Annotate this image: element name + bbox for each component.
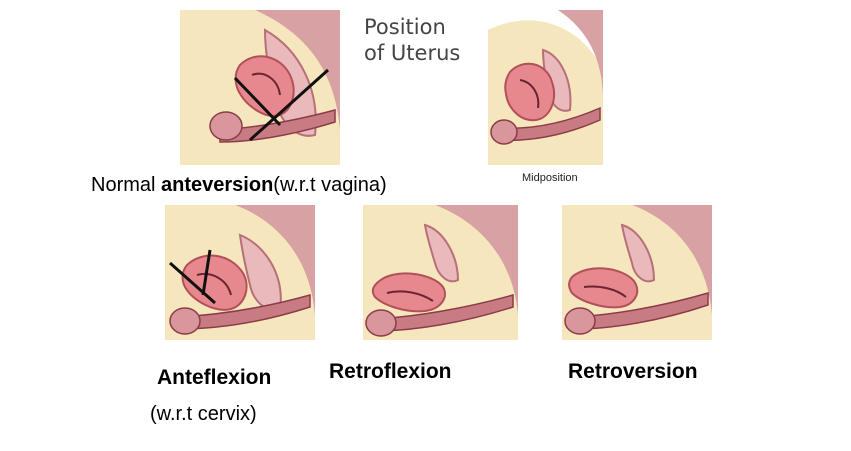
- vagina-axis-line: [248, 68, 330, 142]
- caption-retroflexion: Retroflexion: [329, 360, 452, 383]
- rectum-opening: [169, 307, 201, 335]
- abdominal-wall: [632, 205, 712, 315]
- bladder: [620, 223, 656, 283]
- caption-anteflexion-sub: (w.r.t cervix): [150, 403, 257, 425]
- rectum-opening: [490, 119, 518, 145]
- caption-normal-bold: anteversion: [161, 174, 274, 196]
- caption-normal-prefix: Normal: [91, 174, 162, 196]
- panel-midposition: [488, 10, 603, 165]
- panel-retroversion: [562, 205, 712, 340]
- normal-anteversion-illustration: [180, 10, 340, 165]
- caption-anteflexion: Anteflexion: [157, 366, 272, 389]
- abdominal-wall: [235, 205, 315, 315]
- midposition-illustration: [488, 10, 603, 165]
- abdominal-wall: [558, 10, 603, 100]
- uterine-cavity: [251, 72, 281, 96]
- panel-anteflexion: [165, 205, 315, 340]
- retroflexion-illustration: [363, 205, 518, 340]
- title-line-1: Position: [364, 15, 446, 39]
- uterus: [181, 254, 248, 311]
- anteflexion-illustration: [165, 205, 315, 340]
- vagina-rectum: [573, 292, 709, 330]
- cervix-axis-line: [201, 249, 212, 296]
- abdominal-wall: [435, 205, 518, 315]
- rectum-opening: [209, 111, 243, 141]
- vagina-rectum: [497, 106, 601, 142]
- uterine-cavity: [386, 290, 434, 302]
- uterus: [504, 62, 555, 122]
- caption-midposition: Midposition: [522, 172, 578, 184]
- uterine-cavity: [583, 285, 627, 298]
- rectum-opening: [365, 309, 397, 337]
- uterus-axis-line: [233, 76, 282, 127]
- panel-normal-anteversion: [180, 10, 340, 165]
- uterus-axis-line: [169, 261, 216, 305]
- vagina-rectum: [219, 109, 336, 143]
- caption-normal-suffix: (w.r.t vagina): [273, 174, 387, 196]
- rectum-opening: [564, 307, 596, 335]
- abdominal-wall: [255, 10, 340, 130]
- uterine-cavity: [196, 273, 232, 296]
- title-line-2: of Uterus: [364, 41, 461, 65]
- retroversion-illustration: [562, 205, 712, 340]
- diagram-title: Position of Uterus: [364, 14, 460, 66]
- uterine-cavity: [519, 79, 540, 109]
- vagina-rectum: [374, 294, 514, 332]
- bladder: [423, 223, 460, 283]
- vagina-rectum: [178, 294, 311, 330]
- panel-retroflexion: [363, 205, 518, 340]
- caption-retroversion: Retroversion: [568, 360, 698, 383]
- caption-normal-anteversion: Normal anteversion(w.r.t vagina): [91, 174, 387, 197]
